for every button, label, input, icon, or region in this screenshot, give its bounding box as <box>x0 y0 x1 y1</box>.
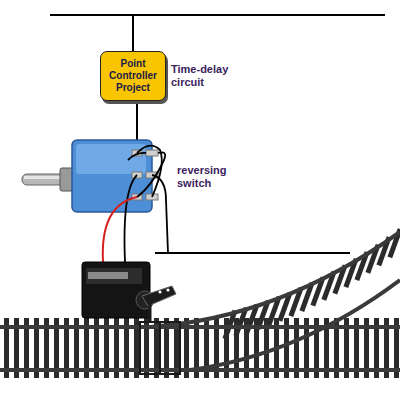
red-wire <box>103 197 137 262</box>
railway-track <box>0 228 400 378</box>
toggle-switch <box>22 140 158 212</box>
supply-line <box>155 252 350 254</box>
annotation-label: reversing switch <box>177 164 247 190</box>
supply-wire <box>132 15 134 52</box>
box-title: Point Controller Project <box>106 58 160 94</box>
servo-motor <box>82 262 176 322</box>
annotation-label: Time-delay circuit <box>171 63 241 89</box>
supply-line <box>50 14 385 16</box>
wire <box>125 146 169 262</box>
process-box: Point Controller Project <box>100 51 166 101</box>
